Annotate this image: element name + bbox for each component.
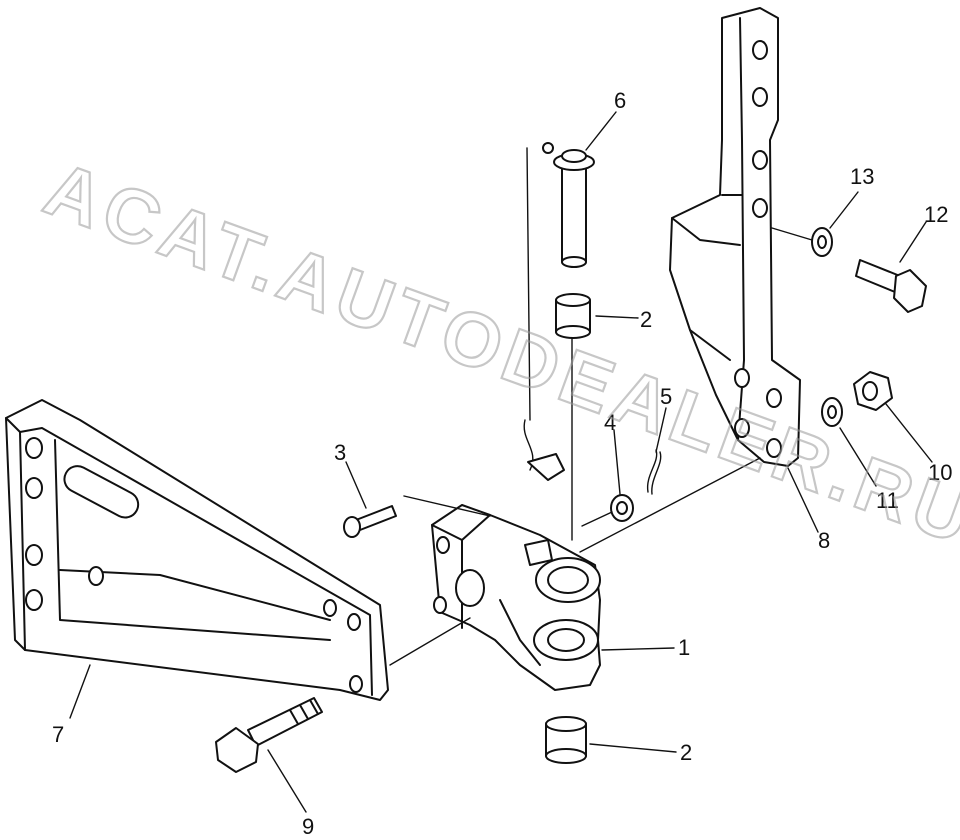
callout-4: 4	[604, 410, 616, 435]
callout-3: 3	[334, 440, 346, 465]
callout-13: 13	[850, 164, 874, 189]
part-1-hitch	[431, 504, 601, 691]
part-12-bolt	[855, 259, 927, 313]
callout-8: 8	[818, 528, 830, 553]
part-2-bushing-top	[555, 293, 591, 339]
part-10-nut	[853, 371, 893, 411]
part-5-cotter-pin	[646, 449, 662, 495]
assembly-lines	[389, 227, 813, 666]
callout-7: 7	[52, 722, 64, 747]
callout-11: 11	[876, 488, 899, 513]
part-4-nut	[610, 494, 634, 522]
leader-lines	[69, 111, 933, 813]
callout-1: 1	[678, 635, 690, 660]
part-9-bolt	[215, 697, 323, 773]
part-11-washer	[821, 397, 843, 427]
callout-12: 12	[924, 202, 948, 227]
callout-5: 5	[660, 384, 672, 409]
part-13-washer	[811, 227, 833, 257]
callout-2-top: 2	[640, 307, 652, 332]
part-6-pin	[523, 142, 595, 481]
part-7-bracket	[5, 399, 389, 701]
callout-9: 9	[302, 814, 314, 839]
callout-10: 10	[928, 460, 952, 485]
callout-6: 6	[614, 88, 626, 113]
part-3-bolt	[343, 505, 397, 538]
part-8-bracket	[669, 7, 801, 467]
callout-2-bottom: 2	[680, 740, 692, 765]
part-2-bushing-bottom	[545, 716, 587, 764]
